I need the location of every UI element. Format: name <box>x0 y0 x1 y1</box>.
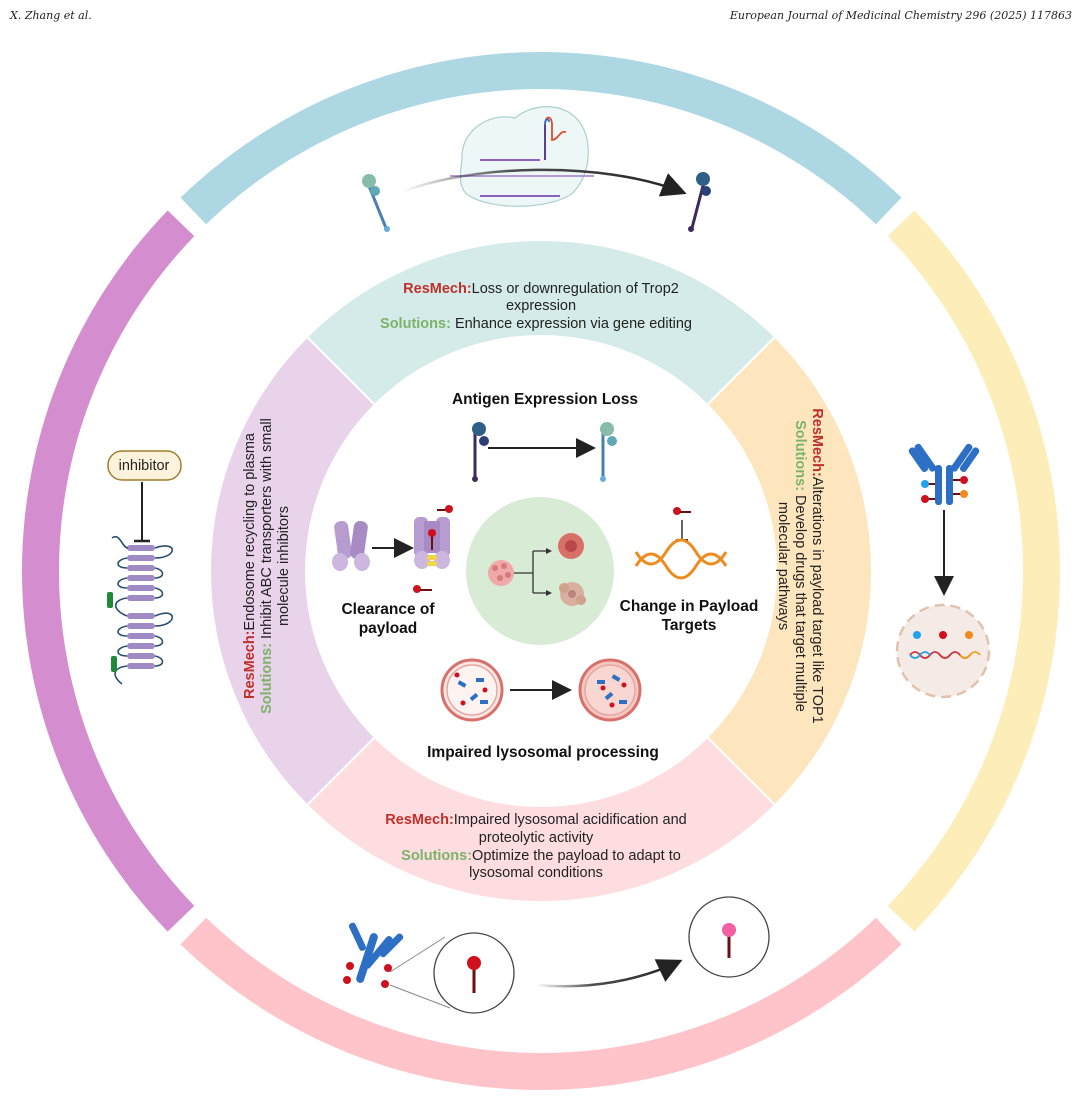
lysosome-impaired-icon <box>578 658 642 722</box>
outer-ring-segment-top <box>180 51 902 225</box>
svg-text:Solutions: Develop drugs that: Solutions: Develop drugs that target mul… <box>792 420 808 712</box>
solutions-label: Solutions: <box>792 420 808 491</box>
trop2-receptor-reduced-icon <box>362 174 390 232</box>
helix-segment <box>127 545 155 551</box>
lysosome-title: Impaired lysosomal processing <box>427 744 659 761</box>
abc-transporter-icon <box>332 520 370 571</box>
inhibitor-badge: inhibitor <box>107 450 182 481</box>
clearance-title: Clearance of <box>341 601 435 618</box>
outer-ring <box>21 51 1060 1090</box>
dna-icon <box>634 538 728 580</box>
resmech-text: Loss or downregulation of Trop2 <box>472 281 679 297</box>
outer-ring-segment-right <box>887 210 1060 932</box>
apoptotic-cell-icon <box>558 533 584 559</box>
resmech-text-cont: proteolytic activity <box>479 830 594 846</box>
loop-line <box>111 535 173 685</box>
resmech-text: Impaired lysosomal acidification and <box>454 812 687 828</box>
center-circle <box>466 497 614 645</box>
helix-segment <box>127 663 155 669</box>
gene-editing-icon <box>450 106 594 207</box>
svg-text:ResMech:Endosome recycling to: ResMech:Endosome recycling to plasma <box>242 432 258 699</box>
sector-top-text: ResMech:Loss or downregulation of Trop2 … <box>380 281 692 332</box>
resmech-label: ResMech: <box>242 630 258 699</box>
solutions-text-cont: molecular pathways <box>775 502 791 630</box>
helix-segment <box>127 613 155 619</box>
lysosome-icon <box>440 658 504 722</box>
resmech-label: ResMech: <box>403 281 472 297</box>
svg-text:Solutions: Inhibit ABC transpo: Solutions: Inhibit ABC transporters with… <box>259 418 275 714</box>
trop2-receptor-icon <box>472 422 489 482</box>
payload-targets-title: Change in Payload <box>620 598 759 615</box>
solutions-text: Optimize the payload to adapt to <box>472 848 681 864</box>
necrotic-cell-icon <box>559 582 586 606</box>
payload-targets-title-cont: Targets <box>662 617 717 634</box>
resmech-text: Endosome recycling to plasma <box>242 432 258 630</box>
resmech-text: Alterations in payload target like TOP1 <box>809 477 825 724</box>
trop2-receptor-icon <box>688 172 711 232</box>
resmech-label: ResMech: <box>385 812 454 828</box>
payload-magnified-icon <box>433 932 515 1014</box>
clearance-title-cont: payload <box>359 620 418 637</box>
magnify-line-icon <box>389 936 446 973</box>
helix-segment <box>127 595 155 601</box>
helix-segment <box>127 565 155 571</box>
resmech-text-cont: expression <box>506 298 576 314</box>
sector-left-text: ResMech:Endosome recycling to plasma Sol… <box>242 418 292 714</box>
antibody-multi-payload-icon <box>908 443 980 505</box>
helix-segment <box>127 633 155 639</box>
solutions-text: Inhibit ABC transporters with small <box>259 418 275 643</box>
abc-membrane-transporter-icon <box>107 535 173 685</box>
tumor-cell-cluster-icon <box>488 548 552 596</box>
header-journal: European Journal of Medicinal Chemistry … <box>729 9 1072 22</box>
outer-ring-segment-bottom <box>180 917 902 1090</box>
cell-nucleus-targets-icon <box>895 603 991 699</box>
solutions-label: Solutions: <box>401 848 472 864</box>
svg-text:ResMech:Alterations in payload: ResMech:Alterations in payload target li… <box>809 408 825 723</box>
outer-ring-segment-left <box>21 210 195 932</box>
antigen-loss-title: Antigen Expression Loss <box>452 391 638 408</box>
helix-segment <box>127 653 155 659</box>
helix-segment <box>127 623 155 629</box>
curved-arrow-icon <box>401 168 687 197</box>
helix-segment <box>127 585 155 591</box>
solutions-text-cont: lysosomal conditions <box>469 865 603 881</box>
solutions-text: Enhance expression via gene editing <box>451 316 692 332</box>
helix-segment <box>127 643 155 649</box>
solutions-text-cont: molecule inhibitors <box>276 506 292 626</box>
antibody-drug-conjugate-icon <box>343 922 404 988</box>
curved-arrow-icon <box>535 959 683 988</box>
atp-binding-domain <box>107 592 113 608</box>
inhibitor-label: inhibitor <box>119 458 170 474</box>
svg-text:Solutions:Optimize the payload: Solutions:Optimize the payload to adapt … <box>401 848 681 864</box>
solutions-label: Solutions: <box>380 316 451 332</box>
modified-payload-icon <box>688 896 770 978</box>
sector-bottom-text: ResMech:Impaired lysosomal acidification… <box>385 812 686 881</box>
svg-text:Solutions: Enhance expression: Solutions: Enhance expression via gene e… <box>380 316 692 332</box>
solutions-text: Develop drugs that target multiple <box>792 491 808 712</box>
helix-segment <box>127 555 155 561</box>
svg-text:ResMech:Loss or downregulation: ResMech:Loss or downregulation of Trop2 <box>403 281 679 297</box>
solutions-label: Solutions: <box>259 643 275 714</box>
svg-text:ResMech:Impaired lysosomal aci: ResMech:Impaired lysosomal acidification… <box>385 812 686 828</box>
sector-right-text: ResMech:Alterations in payload target li… <box>775 408 825 723</box>
abc-transporter-efflux-icon <box>413 505 453 593</box>
atp-binding-domain <box>111 656 117 672</box>
magnify-line-icon <box>389 984 451 1009</box>
header-authors: X. Zhang et al. <box>10 9 92 22</box>
resmech-label: ResMech: <box>809 408 825 477</box>
trop2-receptor-reduced-icon <box>600 422 617 482</box>
helix-segment <box>127 575 155 581</box>
